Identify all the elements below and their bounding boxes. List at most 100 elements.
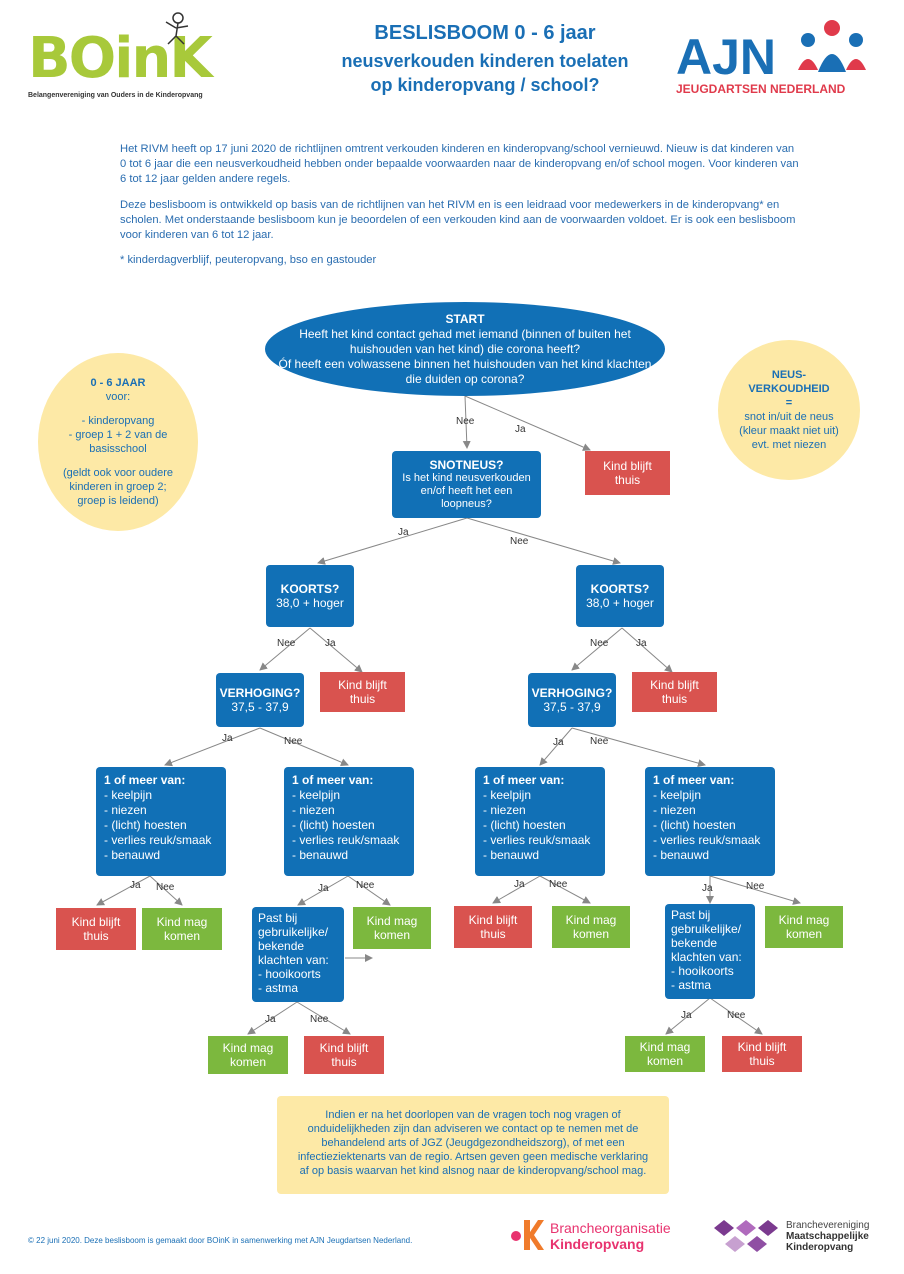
outcome-may-come: Kind mag komen <box>142 908 222 950</box>
outcome-line: Kind mag <box>156 915 208 929</box>
symptoms-title: 1 of meer van: <box>104 773 186 787</box>
label-nee-snot: Nee <box>510 536 529 547</box>
symptom-item: - (licht) hoesten <box>292 818 375 832</box>
intro-paragraph-2: Deze beslisboom is ontwikkeld op basis v… <box>120 199 796 241</box>
label-nee-koorts-l: Nee <box>277 638 296 649</box>
page-title: BESLISBOOM 0 - 6 jaar <box>374 22 596 44</box>
brancheorganisatie-logo: Brancheorganisatie Kinderopvang <box>510 1214 700 1258</box>
ajn-tagline: JEUGDARTSEN NEDERLAND <box>676 82 846 96</box>
outcome-stay-home: Kind blijft thuis <box>585 451 670 495</box>
label-ja-koorts-r: Ja <box>636 638 647 649</box>
known-line: bekende <box>258 939 305 953</box>
koorts-node-right: KOORTS? 38,0 + hoger <box>576 565 664 627</box>
symptom-item: - (licht) hoesten <box>483 818 566 832</box>
age-info-line: - kinderopvang <box>81 415 155 427</box>
age-info-title: 0 - 6 JAAR <box>90 377 146 389</box>
outcome-line: komen <box>163 929 201 943</box>
boink-logo-text: BOinK <box>28 26 213 91</box>
snotneus-node: SNOTNEUS? Is het kind neusverkouden en/o… <box>392 451 541 518</box>
label-nee-sym3: Nee <box>549 879 568 890</box>
verhoging-node-left: VERHOGING? 37,5 - 37,9 <box>216 673 304 727</box>
start-node: START Heeft het kind contact gehad met i… <box>265 302 665 396</box>
symptom-item: - benauwd <box>292 848 349 862</box>
bmk-logo-line2: Maatschappelijke <box>786 1231 869 1242</box>
definition-line: snot in/uit de neus <box>744 411 834 423</box>
label-ja-start: Ja <box>515 424 526 435</box>
outcome-line: Kind blijft <box>603 459 652 473</box>
bk-logo-icon <box>511 1220 544 1250</box>
outcome-may-come: Kind mag komen <box>765 906 843 948</box>
outcome-line: Kind mag <box>222 1041 274 1055</box>
symptom-item: - keelpijn <box>104 788 153 802</box>
symptoms-title: 1 of meer van: <box>483 773 565 787</box>
koorts-title: KOORTS? <box>280 582 340 596</box>
symptom-item: - benauwd <box>104 848 161 862</box>
outcome-line: Kind blijft <box>650 678 699 692</box>
outcome-stay-home: Kind blijft thuis <box>454 906 532 948</box>
outcome-line: komen <box>646 1054 684 1068</box>
age-info-circle: 0 - 6 JAAR voor: - kinderopvang - groep … <box>38 353 198 531</box>
intro-footnote: * kinderdagverblijf, peuteropvang, bso e… <box>120 254 377 266</box>
start-line: Heeft het kind contact gehad met iemand … <box>299 326 631 341</box>
outcome-stay-home: Kind blijft thuis <box>320 672 405 712</box>
label-nee-verh-r: Nee <box>590 736 609 747</box>
label-ja-verh-r: Ja <box>553 737 564 748</box>
outcome-may-come: Kind mag komen <box>625 1036 705 1072</box>
koorts-node-left: KOORTS? 38,0 + hoger <box>266 565 354 627</box>
age-info-line: voor: <box>105 391 131 403</box>
known-line: bekende <box>671 936 718 950</box>
label-nee-start: Nee <box>456 416 475 427</box>
outcome-line: Kind mag <box>366 914 418 928</box>
outcome-line: Kind mag <box>565 913 617 927</box>
outcome-stay-home: Kind blijft thuis <box>56 908 136 950</box>
subtitle-line2: op kinderopvang / school? <box>370 75 600 95</box>
age-info-line: kinderen in groep 2; <box>69 481 167 493</box>
label-ja-koorts-l: Ja <box>325 638 336 649</box>
label-nee-sym1: Nee <box>156 882 175 893</box>
label-ja-snot: Ja <box>398 527 409 538</box>
outcome-line: komen <box>785 927 823 941</box>
known-line: Past bij <box>258 911 298 925</box>
label-ja-verh-l: Ja <box>222 733 233 744</box>
outcome-line: Kind blijft <box>468 913 518 927</box>
label-ja-past-r: Ja <box>681 1010 692 1021</box>
known-line: gebruikelijke/ <box>671 922 742 936</box>
symptoms-node: 1 of meer van: - keelpijn - niezen - (li… <box>475 767 605 876</box>
bmk-logo-icon <box>714 1220 778 1252</box>
ajn-logo-text: AJN <box>676 29 777 85</box>
symptom-item: - niezen <box>104 803 147 817</box>
label-ja-past-l: Ja <box>265 1014 276 1025</box>
start-title: START <box>445 311 485 326</box>
outcome-line: thuis <box>614 473 641 487</box>
symptoms-title: 1 of meer van: <box>653 773 735 787</box>
copyright: © 22 juni 2020. Deze beslisboom is gemaa… <box>28 1236 413 1245</box>
verhoging-title: VERHOGING? <box>219 686 301 700</box>
label-nee-past-l: Nee <box>310 1014 329 1025</box>
snotneus-line: en/of heeft het een <box>420 484 513 497</box>
symptom-item: - (licht) hoesten <box>653 818 736 832</box>
outcome-line: thuis <box>480 927 506 941</box>
known-complaints-node: Past bij gebruikelijke/ bekende klachten… <box>665 904 755 999</box>
verhoging-node-right: VERHOGING? 37,5 - 37,9 <box>528 673 616 727</box>
symptom-item: - niezen <box>483 803 526 817</box>
label-nee-koorts-r: Nee <box>590 638 609 649</box>
koorts-title: KOORTS? <box>590 582 650 596</box>
snotneus-line: Is het kind neusverkouden <box>402 471 531 484</box>
outcome-line: komen <box>229 1055 267 1069</box>
outcome-stay-home: Kind blijft thuis <box>304 1036 384 1074</box>
outcome-stay-home: Kind blijft thuis <box>632 672 717 712</box>
outcome-line: Kind blijft <box>319 1041 369 1055</box>
intro-paragraph-1: Het RIVM heeft op 17 juni 2020 de richtl… <box>120 143 799 185</box>
bmk-logo: Branchevereniging Maatschappelijke Kinde… <box>714 1216 894 1258</box>
label-ja-sym4: Ja <box>702 883 713 894</box>
ajn-logo: AJN JEUGDARTSEN NEDERLAND <box>676 18 876 102</box>
outcome-line: Kind blijft <box>737 1040 787 1054</box>
symptom-item: - niezen <box>653 803 696 817</box>
known-line: klachten van: <box>671 950 742 964</box>
ajn-people-icon <box>798 20 866 72</box>
age-info-line: - groep 1 + 2 van de <box>68 429 168 441</box>
symptom-item: - verlies reuk/smaak <box>653 833 761 847</box>
definition-line: (kleur maakt niet uit) <box>739 425 839 437</box>
outcome-line: Kind mag <box>639 1040 691 1054</box>
